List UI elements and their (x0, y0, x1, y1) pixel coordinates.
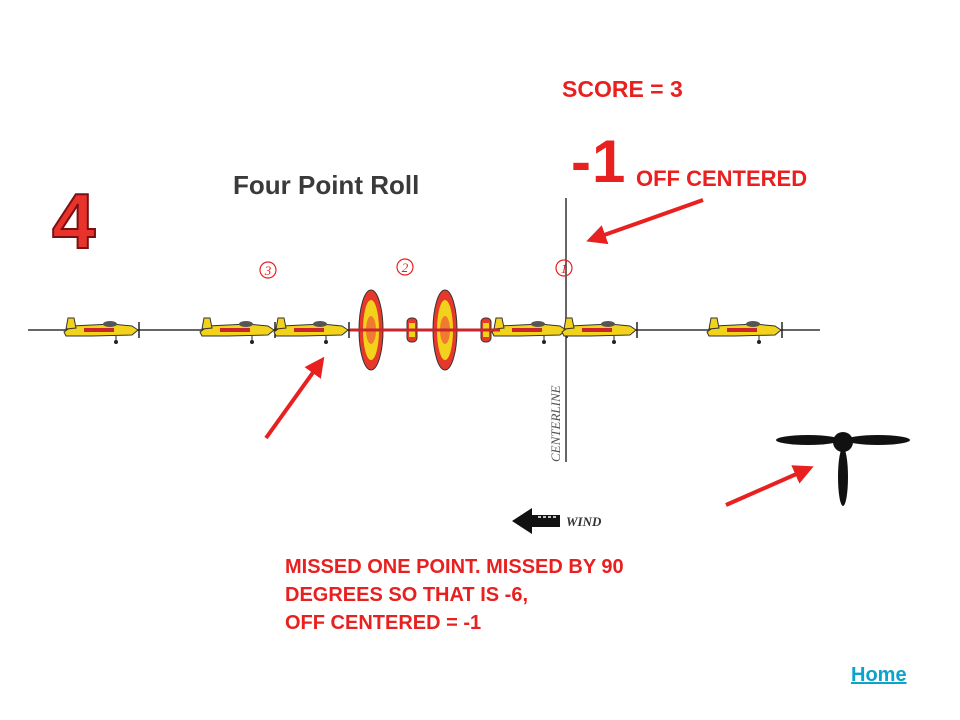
diagram-title: Four Point Roll (233, 170, 420, 200)
deduction-value: -1 (571, 128, 627, 195)
point-marker-label: 3 (264, 263, 272, 278)
note-line: MISSED ONE POINT. MISSED BY 90 (285, 556, 624, 578)
propeller-icon (776, 432, 910, 506)
deduction-label: OFF CENTERED (636, 166, 808, 191)
wind-label: WIND (566, 514, 602, 529)
aircraft-upright (199, 317, 276, 345)
aircraft-upright (561, 317, 638, 345)
point-marker-label: 2 (402, 260, 409, 275)
aircraft-upright (491, 317, 568, 345)
score-text: SCORE = 3 (562, 76, 683, 102)
missed-point-arrow (264, 356, 325, 440)
point-marker-1: 1 (555, 259, 573, 277)
note-line: DEGREES SO THAT IS -6, (285, 584, 528, 606)
point-marker-2: 2 (396, 258, 414, 276)
aircraft-upright (273, 317, 350, 345)
centerline-label: CENTERLINE (548, 385, 563, 462)
note-line: OFF CENTERED = -1 (285, 612, 482, 634)
propeller-arrow (725, 465, 814, 507)
wind-arrow-icon (512, 508, 560, 534)
aircraft-upright (706, 317, 783, 345)
aircraft-upright (63, 317, 140, 345)
point-marker-3: 3 (259, 261, 277, 279)
home-link[interactable]: Home (851, 664, 907, 686)
maneuver-number: 4 (52, 177, 95, 265)
point-marker-label: 1 (561, 261, 568, 276)
off-centered-arrow (586, 198, 704, 245)
judging-notes: MISSED ONE POINT. MISSED BY 90 DEGREES S… (285, 553, 624, 637)
